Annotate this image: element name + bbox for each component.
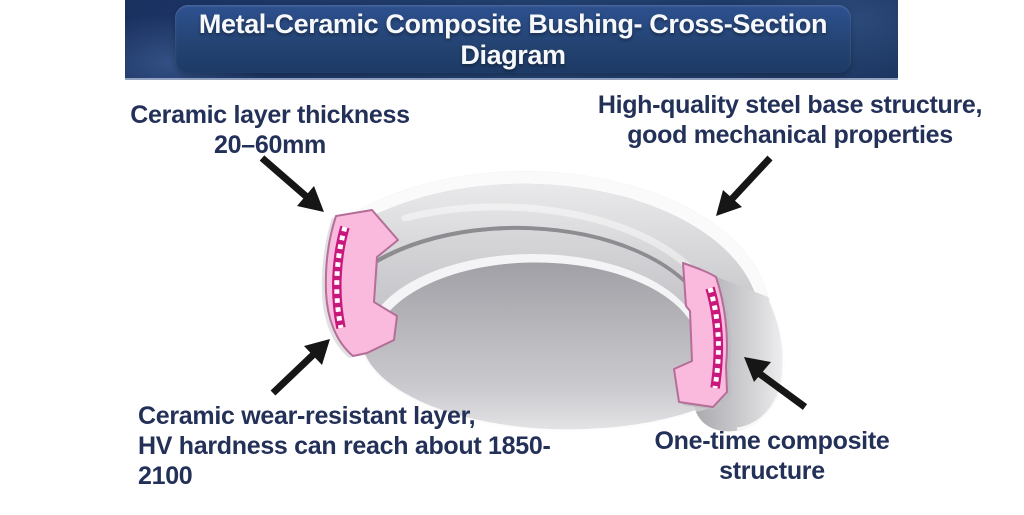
ceramic-cross-sections xyxy=(321,209,731,410)
diagram-title-line1: Metal-Ceramic Composite Bushing- Cross-S… xyxy=(198,9,828,39)
annotation-arrows xyxy=(259,155,808,410)
label-steel-base-line1: High-quality steel base structure, xyxy=(597,91,983,119)
arrow-head xyxy=(297,186,324,212)
label-wear-layer-line2: HV hardness can reach about 1850-2100 xyxy=(138,432,551,490)
left-ceramic-layer-dashes xyxy=(334,226,348,329)
diagram-title-line2: Diagram xyxy=(460,40,566,70)
label-ceramic-thickness: Ceramic layer thickness 20–60mm xyxy=(110,100,430,160)
arrow-head xyxy=(744,357,771,382)
label-wear-layer: Ceramic wear-resistant layer, HV hardnes… xyxy=(138,401,568,491)
outer-wall-right xyxy=(696,277,785,432)
label-composite: One-time composite structure xyxy=(627,426,917,486)
arrow-shaft xyxy=(259,155,311,201)
label-composite-line2: structure xyxy=(719,457,825,485)
label-composite-line1: One-time composite xyxy=(654,427,890,455)
arrow-shaft xyxy=(270,350,318,396)
top-sheen xyxy=(401,203,692,270)
label-ceramic-thickness-line1: Ceramic layer thickness xyxy=(130,101,410,129)
outer-wall-highlight xyxy=(736,299,786,431)
label-ceramic-thickness-line2: 20–60mm xyxy=(214,131,326,159)
outer-rim-band xyxy=(345,171,768,304)
top-flange-band xyxy=(354,183,758,330)
arrow-shaft xyxy=(727,155,773,204)
arrow-up-right-icon xyxy=(270,339,330,396)
groove-band xyxy=(378,229,711,370)
title-banner: Metal-Ceramic Composite Bushing- Cross-S… xyxy=(125,0,898,80)
label-steel-base-line2: good mechanical properties xyxy=(627,121,953,149)
arrow-up-left-icon xyxy=(744,357,808,410)
arrow-down-right-icon xyxy=(259,155,324,212)
arrow-head xyxy=(716,190,742,216)
steel-body xyxy=(345,171,786,434)
bottom-rim-highlight xyxy=(360,351,697,434)
label-steel-base: High-quality steel base structure, good … xyxy=(565,90,1015,150)
arrow-head xyxy=(304,339,330,365)
diagram-title: Metal-Ceramic Composite Bushing- Cross-S… xyxy=(175,9,851,71)
arrow-down-left-icon xyxy=(716,155,773,216)
label-wear-layer-line1: Ceramic wear-resistant layer, xyxy=(138,402,476,430)
arrow-shaft xyxy=(757,371,808,410)
inner-wall-band xyxy=(362,262,699,432)
title-panel: Metal-Ceramic Composite Bushing- Cross-S… xyxy=(175,5,851,73)
right-ceramic-layer-dashes xyxy=(707,287,721,389)
